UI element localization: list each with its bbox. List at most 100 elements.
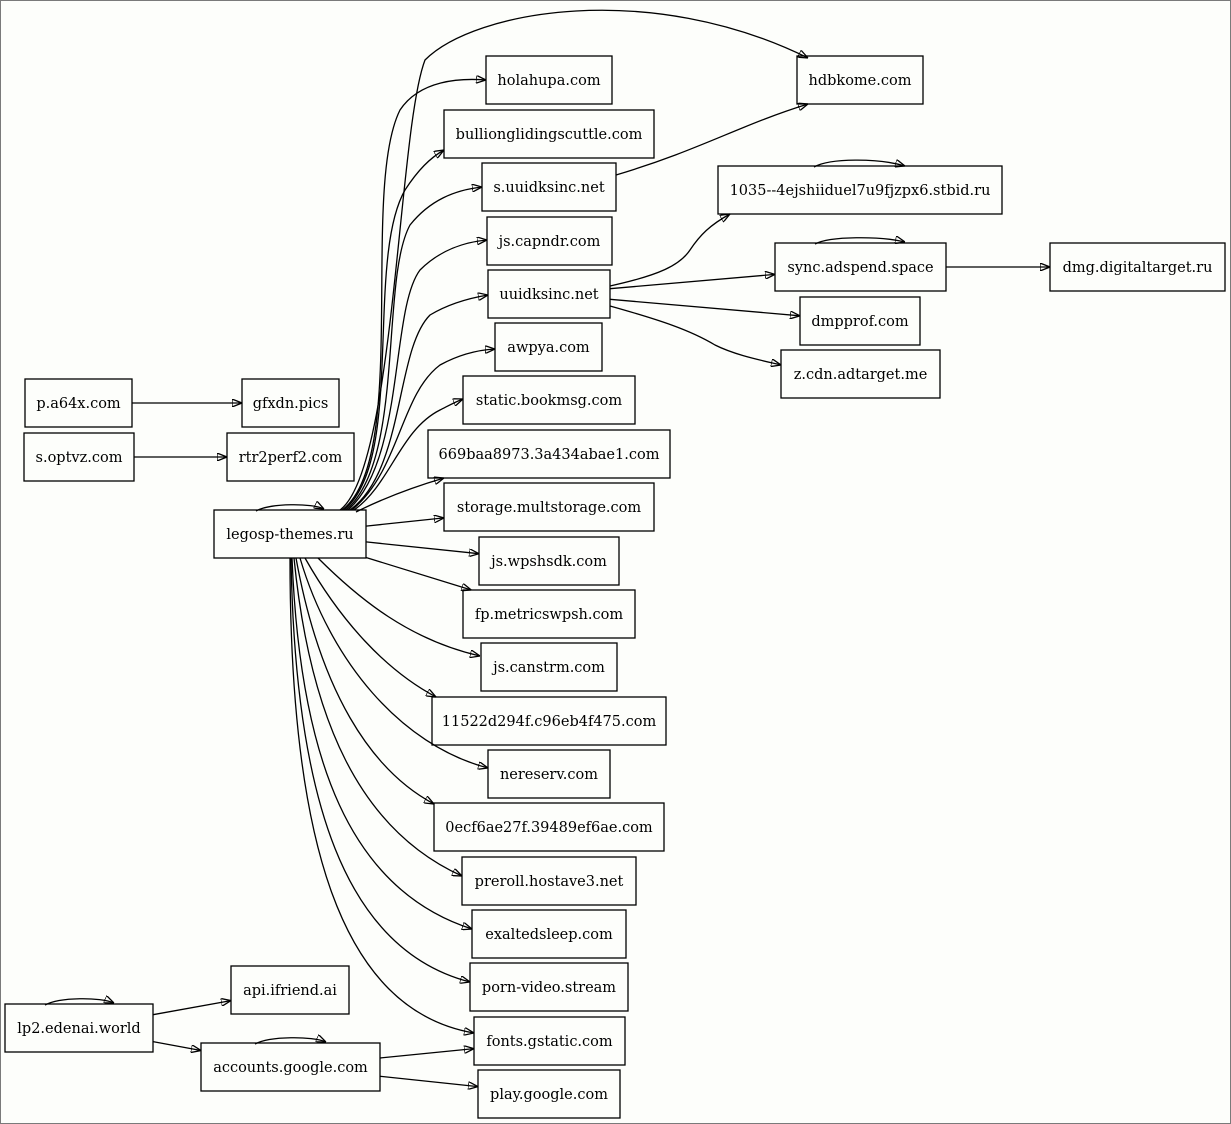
node-box [443,109,655,159]
node-1035-4ejshiiduel7u9fjzpx6-stbid-ru[interactable]: 1035--4ejshiiduel7u9fjzpx6.stbid.ru [717,165,1003,215]
node-box [478,536,620,586]
node-box [230,965,350,1015]
node-label: accounts.google.com [213,1060,368,1076]
edge-legosp-themes-ru-to-nereserv-com [299,557,488,768]
edge-s-uuidksinc-net-to-hdbkome-com [615,104,808,176]
edge-lp2-edenai-world-to-api-ifriend-ai [152,1001,231,1016]
node-box [213,509,367,559]
edge-1035-4ejshiiduel7u9fjzpx6-stbid-ru-to-1035-4ejshiiduel7u9fjzpx6-stbid-ru [813,160,905,167]
node-dmg-digitaltarget-ru[interactable]: dmg.digitaltarget.ru [1049,242,1226,292]
edge-uuidksinc-net-to-z-cdn-adtarget-me [609,305,781,365]
node-lp2-edenai-world[interactable]: lp2.edenai.world [4,1003,154,1053]
node-fonts-gstatic-com[interactable]: fonts.gstatic.com [473,1016,626,1066]
node-s-uuidksinc-net[interactable]: s.uuidksinc.net [481,162,617,212]
node-label: exaltedsleep.com [485,927,613,943]
node-js-canstrm-com[interactable]: js.canstrm.com [480,642,618,692]
node-js-capndr-com[interactable]: js.capndr.com [486,216,613,266]
node-label: play.google.com [490,1087,608,1103]
node-label: fonts.gstatic.com [486,1034,613,1050]
node-box [473,1016,626,1066]
node-rtr2perf2-com[interactable]: rtr2perf2.com [226,432,355,482]
node-p-a64x-com[interactable]: p.a64x.com [24,378,133,428]
edge-accounts-google-com-to-accounts-google-com [254,1038,326,1045]
edge-accounts-google-com-to-play-google-com [379,1075,478,1086]
node-label: s.optvz.com [36,450,123,466]
node-hdbkome-com[interactable]: hdbkome.com [796,55,924,105]
node-dmpprof-com[interactable]: dmpprof.com [799,296,921,346]
node-label: fp.metricswpsh.com [475,607,623,623]
node-api-ifriend-ai[interactable]: api.ifriend.ai [230,965,350,1015]
node-box [494,322,603,372]
node-label: uuidksinc.net [499,287,598,303]
node-label: 0ecf6ae27f.39489ef6ae.com [445,820,653,836]
node-label: 669baa8973.3a434abae1.com [439,447,660,463]
node-exaltedsleep-com[interactable]: exaltedsleep.com [471,909,627,959]
node-legosp-themes-ru[interactable]: legosp-themes.ru [213,509,367,559]
edge-legosp-themes-ru-to-preroll-hostave3-net [293,557,462,876]
node-669baa8973-3a434abae1-com[interactable]: 669baa8973.3a434abae1.com [427,429,671,479]
edge-legosp-themes-ru-to-js-wpshsdk-com [365,541,479,554]
node-label: 11522d294f.c96eb4f475.com [442,714,657,730]
node-label: nereserv.com [500,767,598,783]
node-label: awpya.com [507,340,590,356]
node-box [443,482,655,532]
node-play-google-com[interactable]: play.google.com [477,1069,621,1119]
node-js-wpshsdk-com[interactable]: js.wpshsdk.com [478,536,620,586]
edge-uuidksinc-net-to-1035-4ejshiiduel7u9fjzpx6-stbid-ru [609,214,730,287]
node-label: holahupa.com [497,73,600,89]
node-static-bookmsg-com[interactable]: static.bookmsg.com [462,375,636,425]
node-sync-adspend-space[interactable]: sync.adspend.space [774,242,947,292]
node-bullionglidingscuttle-com[interactable]: bullionglidingscuttle.com [443,109,655,159]
node-box [431,696,667,746]
node-awpya-com[interactable]: awpya.com [494,322,603,372]
node-label: legosp-themes.ru [226,527,353,543]
edge-legosp-themes-ru-to-porn-video-stream [290,557,470,982]
node-label: dmg.digitaltarget.ru [1063,260,1213,276]
edge-legosp-themes-ru-to-legosp-themes-ru [255,505,324,512]
node-label: static.bookmsg.com [476,393,623,409]
node-box [23,432,135,482]
edge-accounts-google-com-to-fonts-gstatic-com [379,1049,474,1059]
node-gfxdn-pics[interactable]: gfxdn.pics [241,378,340,428]
node-11522d294f-c96eb4f475-com[interactable]: 11522d294f.c96eb4f475.com [431,696,667,746]
node-box [462,375,636,425]
node-z-cdn-adtarget-me[interactable]: z.cdn.adtarget.me [780,349,941,399]
edge-legosp-themes-ru-to-js-canstrm-com [317,557,480,656]
node-porn-video-stream[interactable]: porn-video.stream [469,962,629,1012]
node-preroll-hostave3-net[interactable]: preroll.hostave3.net [461,856,637,906]
node-box [486,216,613,266]
node-label: porn-video.stream [482,980,616,996]
node-0ecf6ae27f-39489ef6ae-com[interactable]: 0ecf6ae27f.39489ef6ae.com [433,802,665,852]
node-s-optvz-com[interactable]: s.optvz.com [23,432,135,482]
edge-legosp-themes-ru-to-s-uuidksinc-net [345,187,482,511]
edge-legosp-themes-ru-to-669baa8973-3a434abae1-com [355,478,444,513]
edge-legosp-themes-ru-to-storage-multstorage-com [365,518,444,527]
edge-uuidksinc-net-to-sync-adspend-space [609,274,775,290]
node-box [427,429,671,479]
node-box [796,55,924,105]
edge-legosp-themes-ru-to-bullionglidingscuttle-com [343,150,444,511]
node-box [487,269,611,319]
node-box [481,162,617,212]
edge-sync-adspend-space-to-sync-adspend-space [814,238,905,245]
node-storage-multstorage-com[interactable]: storage.multstorage.com [443,482,655,532]
node-fp-metricswpsh-com[interactable]: fp.metricswpsh.com [462,589,636,639]
edge-legosp-themes-ru-to-uuidksinc-net [349,295,488,511]
nodes-layer: p.a64x.com gfxdn.pics s.optvz.com rtr2perf2… [4,55,1226,1119]
node-label: gfxdn.pics [253,396,329,412]
edges-layer [44,9,1050,1086]
node-uuidksinc-net[interactable]: uuidksinc.net [487,269,611,319]
node-label: js.capndr.com [497,234,601,250]
edge-legosp-themes-ru-to-static-bookmsg-com [353,399,463,511]
edge-legosp-themes-ru-to-exaltedsleep-com [291,557,472,929]
node-box [241,378,340,428]
node-holahupa-com[interactable]: holahupa.com [485,55,613,105]
node-box [1049,242,1226,292]
node-box [469,962,629,1012]
node-label: sync.adspend.space [787,260,933,276]
node-box [799,296,921,346]
node-accounts-google-com[interactable]: accounts.google.com [200,1042,381,1092]
edge-legosp-themes-ru-to-fp-metricswpsh-com [365,556,471,591]
node-nereserv-com[interactable]: nereserv.com [487,749,611,799]
